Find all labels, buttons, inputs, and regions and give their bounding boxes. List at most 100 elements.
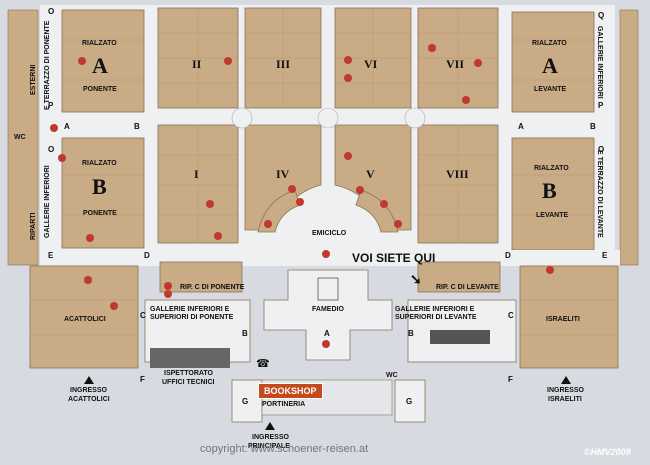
letter-a-left: A xyxy=(64,122,70,131)
riparti-label: RIPARTI xyxy=(30,212,37,240)
marker xyxy=(78,57,86,65)
wc-bottom: WC xyxy=(386,372,398,379)
marker xyxy=(322,250,330,258)
israeliti-label: ISRAELITI xyxy=(546,316,580,323)
letter-f-left: F xyxy=(140,375,145,384)
marker xyxy=(344,56,352,64)
section-vi: VI xyxy=(364,57,378,71)
marker xyxy=(356,186,364,194)
ingresso-acattolici-2: ACATTOLICI xyxy=(68,396,110,403)
letter-a-right: A xyxy=(518,122,524,131)
marker xyxy=(428,44,436,52)
letter-b-left: B xyxy=(134,122,140,131)
wing-a-ponente-side: PONENTE xyxy=(83,86,117,93)
marker xyxy=(110,302,118,310)
wing-a-ponente-letter: A xyxy=(92,53,108,78)
credit: ©HMV2009 xyxy=(584,447,631,457)
letter-e-right: E xyxy=(602,251,608,260)
letter-b-right: B xyxy=(590,122,596,131)
letter-c-left: C xyxy=(140,311,146,320)
marker xyxy=(546,266,554,274)
letter-g-right: G xyxy=(406,397,413,406)
north-triangle-icon xyxy=(265,422,275,430)
letter-c-right: C xyxy=(508,311,514,320)
ingresso-principale-1: INGRESSO xyxy=(252,434,289,441)
rip-c-levante-label: RIP. C DI LEVANTE xyxy=(436,284,499,291)
section-ii: II xyxy=(192,57,202,71)
letter-d-left: D xyxy=(144,251,150,260)
marker xyxy=(224,57,232,65)
wing-b-levante-rialzato: RIALZATO xyxy=(534,165,569,172)
ingresso-principale-2: PRINCIPALE xyxy=(248,443,290,450)
wing-a-levante-side: LEVANTE xyxy=(534,86,567,93)
letter-f-right: F xyxy=(508,375,513,384)
gallerie-levante-label: GALLERIE INFERIORI E SUPERIORI DI LEVANT… xyxy=(395,306,477,321)
letter-e-left: E xyxy=(48,251,54,260)
rip-c-ponente-label: RIP. C DI PONENTE xyxy=(180,284,245,291)
ingresso-acattolici-1: INGRESSO xyxy=(70,387,107,394)
section-iv: IV xyxy=(276,167,290,181)
marker xyxy=(344,74,352,82)
phone-icon: ☎ xyxy=(256,358,270,370)
section-vii: VII xyxy=(446,57,465,71)
wing-a-ponente-rialzato: RIALZATO xyxy=(82,40,117,47)
letter-p-right: P xyxy=(598,101,604,110)
section-iii: III xyxy=(276,57,291,71)
letter-o-top: O xyxy=(48,7,55,16)
wing-a-levante-letter: A xyxy=(542,53,558,78)
letter-a-famedio: A xyxy=(324,329,330,338)
voi-siete-qui-label: VOI SIETE QUI xyxy=(352,251,436,265)
marker xyxy=(462,96,470,104)
ispettorato-label: ISPETTORATO xyxy=(164,370,214,377)
wing-a-levante-rialzato: RIALZATO xyxy=(532,40,567,47)
marker xyxy=(58,154,66,162)
uffici-tecnici-label: UFFICI TECNICI xyxy=(162,379,215,386)
terrazzo-ponente-label: E TERRAZZO DI PONENTE xyxy=(44,20,51,110)
emiciclo-label: EMICICLO xyxy=(312,230,347,237)
letter-g-left: G xyxy=(242,397,249,406)
letter-d-right: D xyxy=(505,251,511,260)
wing-b-ponente-rialzato: RIALZATO xyxy=(82,160,117,167)
letter-o-left: O xyxy=(48,145,55,154)
marker xyxy=(50,124,58,132)
letter-o-right: O xyxy=(598,145,605,154)
marker xyxy=(206,200,214,208)
wc-left: WC xyxy=(14,134,26,141)
letter-q-right: Q xyxy=(598,11,605,20)
famedio-label: FAMEDIO xyxy=(312,306,344,313)
letter-p-left: P xyxy=(48,101,54,110)
marker xyxy=(214,232,222,240)
ingresso-israeliti-1: INGRESSO xyxy=(547,387,584,394)
section-viii: VIII xyxy=(446,167,469,181)
ingresso-israeliti-2: ISRAELITI xyxy=(548,396,582,403)
marker xyxy=(474,59,482,67)
arrow-here-icon: ➘ xyxy=(410,271,422,287)
marker xyxy=(86,234,94,242)
letter-b-bottom-left: B xyxy=(242,329,248,338)
gallerie-inferiori-left-label: GALLERIE INFERIORI xyxy=(44,165,51,238)
section-v: V xyxy=(366,167,375,181)
marker xyxy=(264,220,272,228)
marker xyxy=(394,220,402,228)
section-i: I xyxy=(194,167,199,181)
bookshop-badge: BOOKSHOP xyxy=(258,383,323,399)
portineria-label: PORTINERIA xyxy=(262,401,306,408)
wing-b-levante-letter: B xyxy=(542,178,557,203)
watermark: copyright: www.schoener-reisen.at xyxy=(200,443,369,455)
gallerie-ponente-label: GALLERIE INFERIORI E SUPERIORI DI PONENT… xyxy=(150,306,234,321)
wing-b-ponente-side: PONENTE xyxy=(83,210,117,217)
marker xyxy=(344,152,352,160)
marker xyxy=(380,200,388,208)
marker xyxy=(164,290,172,298)
esterni-label: ESTERNI xyxy=(30,64,37,95)
wing-b-levante-side: LEVANTE xyxy=(536,212,569,219)
marker xyxy=(288,185,296,193)
marker xyxy=(296,198,304,206)
gallerie-inferiori-right-label: GALLERIE INFERIORI xyxy=(596,26,603,99)
marker xyxy=(84,276,92,284)
north-triangle-icon xyxy=(561,376,571,384)
letter-b-bottom-right: B xyxy=(408,329,414,338)
terrazzo-levante-label: E TERRAZZO DI LEVANTE xyxy=(596,150,603,238)
